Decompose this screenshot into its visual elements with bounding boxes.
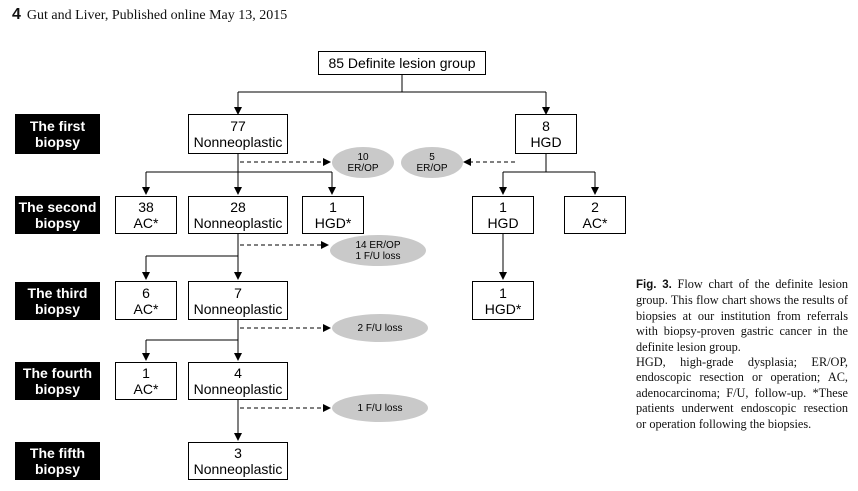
box-text: 85 Definite lesion group	[328, 55, 476, 71]
box-count: 3	[234, 445, 242, 461]
box-count: 2	[591, 199, 599, 215]
stage-label-line: The fourth	[22, 365, 93, 381]
box-third-ac: 6 AC*	[115, 281, 177, 320]
oval-text: ER/OP	[416, 162, 448, 174]
oval-fu-loss-2: 2 F/U loss	[332, 314, 428, 342]
box-text: HGD*	[314, 215, 352, 231]
box-text: HGD	[530, 134, 562, 150]
running-header: 4 Gut and Liver, Published online May 13,…	[12, 6, 287, 24]
figure-label: Fig. 3.	[636, 279, 672, 291]
box-text: AC*	[133, 300, 159, 317]
stage-label-line: biopsy	[34, 461, 81, 477]
box-count: 6	[142, 284, 150, 301]
box-count: 1	[142, 365, 150, 381]
oval-er-op-fu-loss: 14 ER/OP 1 F/U loss	[330, 235, 426, 266]
box-definite-lesion-group: 85 Definite lesion group	[318, 51, 486, 75]
box-count: 1	[499, 199, 507, 215]
stage-label-line: The third	[27, 285, 88, 301]
box-first-nonneoplastic: 77 Nonneoplastic	[188, 114, 288, 154]
box-text: AC*	[133, 215, 159, 231]
box-fourth-nonneoplastic: 4 Nonneoplastic	[188, 362, 288, 400]
stage-label-line: The fifth	[29, 445, 86, 461]
stage-label-fourth-biopsy: The fourth biopsy	[15, 362, 100, 400]
box-second-ac: 38 AC*	[115, 196, 177, 234]
box-text: Nonneoplastic	[193, 134, 283, 150]
oval-er-op-10: 10 ER/OP	[332, 147, 394, 178]
stage-label-second-biopsy: The second biopsy	[15, 196, 100, 234]
oval-text: 14 ER/OP	[355, 239, 401, 251]
caption-abbreviations: HGD, high-grade dysplasia; ER/OP, endosc…	[636, 355, 848, 431]
box-count: 38	[138, 199, 154, 215]
figure-caption: Fig. 3. Flow chart of the definite lesio…	[636, 277, 848, 432]
oval-text: ER/OP	[347, 162, 379, 174]
box-count: 1	[329, 199, 337, 215]
box-text: AC*	[582, 215, 608, 231]
box-fifth-nonneoplastic: 3 Nonneoplastic	[188, 442, 288, 480]
box-fourth-ac: 1 AC*	[115, 362, 177, 400]
stage-label-line: biopsy	[34, 134, 81, 150]
oval-text: 1 F/U loss	[355, 250, 401, 262]
box-text: HGD*	[484, 300, 522, 317]
stage-label-line: biopsy	[34, 301, 81, 317]
journal-title: Gut and Liver, Published online May 13, …	[26, 8, 288, 23]
box-first-hgd: 8 HGD	[515, 114, 577, 154]
box-count: 1	[499, 284, 507, 301]
box-text: Nonneoplastic	[193, 381, 283, 397]
box-second-nonneoplastic: 28 Nonneoplastic	[188, 196, 288, 234]
stage-label-fifth-biopsy: The fifth biopsy	[15, 442, 100, 480]
stage-label-first-biopsy: The first biopsy	[15, 114, 100, 154]
stage-label-line: biopsy	[34, 215, 81, 231]
box-third-right-hgd: 1 HGD*	[472, 281, 534, 320]
oval-text: 10	[357, 151, 369, 163]
stage-label-third-biopsy: The third biopsy	[15, 282, 100, 320]
box-text: Nonneoplastic	[193, 461, 283, 477]
box-text: HGD	[487, 215, 519, 231]
oval-er-op-5: 5 ER/OP	[401, 147, 463, 178]
page-number: 4	[12, 6, 21, 23]
box-text: Nonneoplastic	[193, 300, 283, 317]
box-third-nonneoplastic: 7 Nonneoplastic	[188, 281, 288, 320]
box-text: Nonneoplastic	[193, 215, 283, 231]
box-count: 4	[234, 365, 242, 381]
box-count: 7	[234, 284, 242, 301]
box-second-right-ac: 2 AC*	[564, 196, 626, 234]
oval-text: 1 F/U loss	[357, 402, 403, 414]
oval-text: 2 F/U loss	[357, 322, 403, 334]
stage-label-line: The second	[18, 199, 97, 215]
box-text: AC*	[133, 381, 159, 397]
caption-text: Flow chart of the definite lesion group.…	[636, 277, 848, 354]
box-count: 28	[230, 199, 246, 215]
box-count: 8	[542, 118, 550, 134]
box-count: 77	[230, 118, 246, 134]
stage-label-line: biopsy	[34, 381, 81, 397]
box-second-hgd: 1 HGD*	[302, 196, 364, 234]
stage-label-line: The first	[29, 118, 86, 134]
oval-fu-loss-1: 1 F/U loss	[332, 394, 428, 422]
box-second-right-hgd: 1 HGD	[472, 196, 534, 234]
oval-text: 5	[429, 151, 435, 163]
